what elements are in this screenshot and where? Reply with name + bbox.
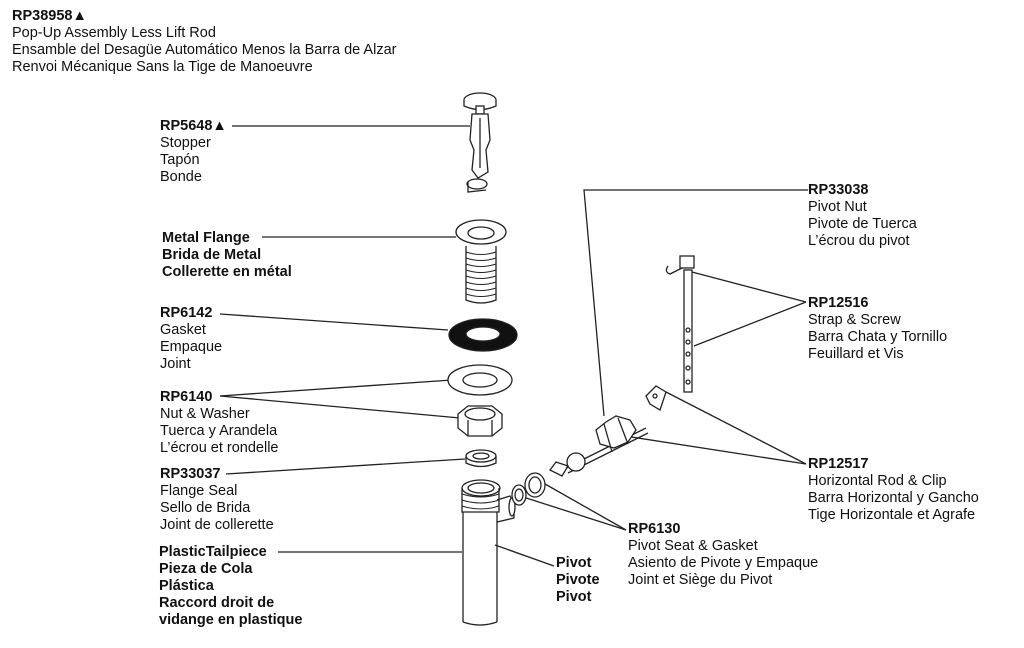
- strap-screw-code: RP12516: [808, 295, 869, 311]
- washer: [447, 364, 513, 396]
- flange-threads: [465, 251, 497, 297]
- pivot-line-es: Pivote: [556, 572, 600, 588]
- title-line-es: Ensamble del Desagüe Automático Menos la…: [12, 42, 397, 58]
- gasket-line-fr: Joint: [160, 356, 191, 372]
- horizontal-rod-line-en: Horizontal Rod & Clip: [808, 473, 947, 489]
- metal-flange-line-en: Metal Flange: [162, 230, 250, 246]
- pivot-seat-label: RP6130 Pivot Seat & Gasket Asiento de Pi…: [628, 521, 818, 589]
- horizontal-rod-label: RP12517 Horizontal Rod & Clip Barra Hori…: [808, 456, 979, 524]
- plastic-tailpiece: [461, 479, 516, 626]
- stopper-code: RP5648▲: [160, 118, 227, 134]
- tailpiece-line-5: vidange en plastique: [159, 612, 303, 628]
- stopper-line-en: Stopper: [160, 135, 211, 151]
- tailpiece-label: PlasticTailpiece Pieza de Cola Plástica …: [159, 544, 302, 629]
- pivot-seat-line-fr: Joint et Siège du Pivot: [628, 572, 773, 588]
- leader-lines: [219, 125, 808, 567]
- nut-washer-line-en: Nut & Washer: [160, 406, 250, 422]
- metal-flange-label: Metal Flange Brida de Metal Collerette e…: [162, 230, 292, 281]
- pivot-nut-code: RP33038: [808, 182, 869, 198]
- nut-washer-line-es: Tuerca y Arandela: [160, 423, 278, 439]
- nut: [457, 405, 503, 437]
- flange-seal-code: RP33037: [160, 466, 221, 482]
- flange-seal-line-es: Sello de Brida: [160, 500, 251, 516]
- stopper: [463, 92, 497, 193]
- pivot-seat-line-es: Asiento de Pivote y Empaque: [628, 555, 819, 571]
- pivot-line-fr: Pivot: [556, 589, 592, 605]
- gasket-line-en: Gasket: [160, 322, 206, 338]
- flange-seal-label: RP33037 Flange Seal Sello de Brida Joint…: [160, 466, 274, 534]
- stopper-label: RP5648▲ Stopper Tapón Bonde: [160, 118, 227, 186]
- flange-seal-line-en: Flange Seal: [160, 483, 238, 499]
- metal-flange-line-fr: Collerette en métal: [162, 264, 292, 280]
- pivot-seat-line-en: Pivot Seat & Gasket: [628, 538, 758, 554]
- pivot-nut-line-en: Pivot Nut: [808, 199, 867, 215]
- nut-washer-code: RP6140: [160, 389, 213, 405]
- title-line-fr: Renvoi Mécanique Sans la Tige de Manoeuv…: [12, 59, 313, 75]
- stopper-line-es: Tapón: [160, 152, 200, 168]
- pivot-nut: [595, 415, 637, 453]
- pivot-seat: [511, 472, 546, 506]
- gasket-code: RP6142: [160, 305, 213, 321]
- flange-seal: [465, 449, 497, 468]
- stopper-line-fr: Bonde: [160, 169, 202, 185]
- pivot-line-en: Pivot: [556, 555, 592, 571]
- horizontal-rod-code: RP12517: [808, 456, 869, 472]
- strap-screw-label: RP12516 Strap & Screw Barra Chata y Torn…: [808, 295, 947, 363]
- metal-flange-line-es: Brida de Metal: [162, 247, 262, 263]
- title-block: RP38958▲ Pop-Up Assembly Less Lift Rod E…: [12, 8, 396, 76]
- tailpiece-line-1: PlasticTailpiece: [159, 544, 267, 560]
- strap-screw-line-es: Barra Chata y Tornillo: [808, 329, 948, 345]
- horizontal-rod-line-es: Barra Horizontal y Gancho: [808, 490, 979, 506]
- gasket: [448, 318, 518, 352]
- horizontal-rod-line-fr: Tige Horizontale et Agrafe: [808, 507, 976, 523]
- strap-screw-line-en: Strap & Screw: [808, 312, 901, 328]
- pivot-nut-line-fr: L’écrou du pivot: [808, 233, 910, 249]
- title-line-en: Pop-Up Assembly Less Lift Rod: [12, 25, 216, 41]
- pivot-seat-code: RP6130: [628, 521, 681, 537]
- tailpiece-line-3: Plástica: [159, 578, 214, 594]
- pivot-nut-line-es: Pivote de Tuerca: [808, 216, 917, 232]
- clip: [645, 385, 667, 411]
- nut-washer-line-fr: L’écrou et rondelle: [160, 440, 279, 456]
- pivot-label: Pivot Pivote Pivot: [556, 555, 600, 606]
- gasket-line-es: Empaque: [160, 339, 223, 355]
- tailpiece-line-2: Pieza de Cola: [159, 561, 253, 577]
- pivot-nut-label: RP33038 Pivot Nut Pivote de Tuerca L’écr…: [808, 182, 917, 250]
- nut-washer-label: RP6140 Nut & Washer Tuerca y Arandela L’…: [160, 389, 279, 457]
- strap-screw: [665, 255, 695, 393]
- gasket-label: RP6142 Gasket Empaque Joint: [160, 305, 222, 373]
- strap-screw-line-fr: Feuillard et Vis: [808, 346, 904, 362]
- metal-flange: [455, 219, 507, 304]
- title-code: RP38958▲: [12, 8, 87, 24]
- horizontal-rod: [549, 427, 649, 477]
- tailpiece-line-4: Raccord droit de: [159, 595, 275, 611]
- flange-seal-line-fr: Joint de collerette: [160, 517, 274, 533]
